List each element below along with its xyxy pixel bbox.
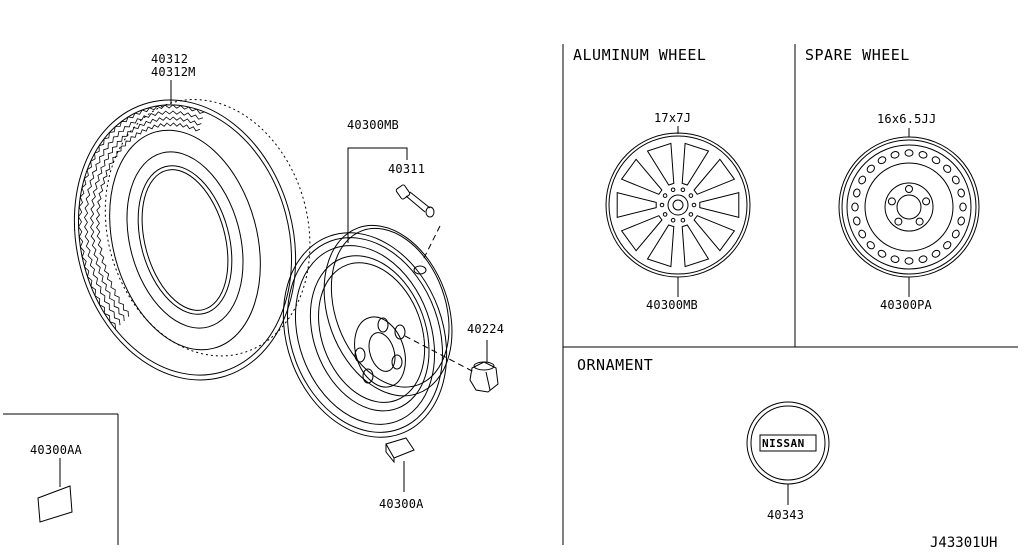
wheel-nut-illustration — [404, 335, 499, 393]
tire-tread — [78, 104, 205, 330]
spare-wheel-title: SPARE WHEEL — [805, 46, 910, 64]
valve-stem-illustration — [395, 184, 441, 263]
clip-part-number: 40300AA — [30, 443, 82, 457]
wheel-assy-part-number: 40300MB — [347, 118, 399, 132]
valve-part-number: 40311 — [388, 162, 426, 176]
aluminum-wheel-illustration — [605, 126, 751, 297]
aluminum-wheel-title: ALUMINUM WHEEL — [573, 46, 707, 64]
spare-wheel-size: 16x6.5JJ — [877, 112, 937, 126]
aluminum-wheel-size: 17x7J — [654, 111, 692, 125]
diagram-code: J43301UH — [930, 535, 998, 551]
ornament-title: ORNAMENT — [577, 356, 654, 374]
tire-alt-part-number: 40312M — [151, 65, 196, 79]
ornament-emblem-text: NISSAN — [762, 437, 805, 450]
spare-wheel-part-number: 40300PA — [880, 298, 932, 312]
weight-part-number: 40300A — [379, 497, 424, 511]
tire-illustration — [73, 99, 311, 381]
section-frames — [3, 44, 1018, 545]
steel-wheel-illustration — [282, 224, 453, 438]
leader-lines — [170, 80, 488, 362]
ornament-illustration — [746, 401, 830, 505]
balance-weight-illustration — [385, 437, 415, 492]
ornament-part-number: 40343 — [767, 508, 805, 522]
tire-part-number: 40312 — [151, 52, 189, 66]
weight-clip-illustration — [37, 458, 73, 523]
aluminum-wheel-part-number: 40300MB — [646, 298, 698, 312]
nut-part-number: 40224 — [467, 322, 505, 336]
spare-wheel-illustration — [838, 128, 980, 297]
